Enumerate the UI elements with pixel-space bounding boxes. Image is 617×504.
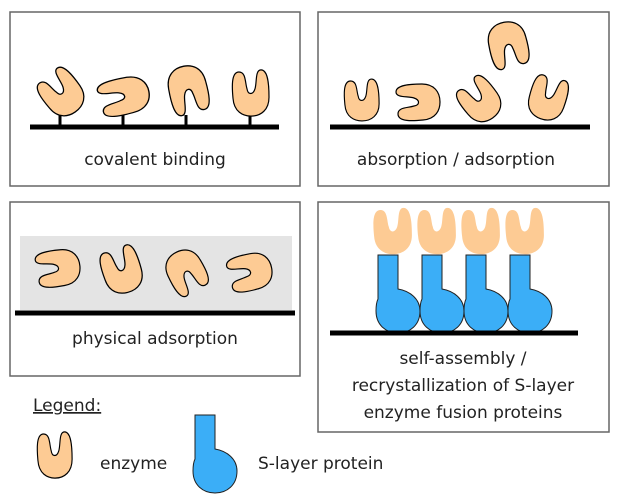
legend-enzyme-label: enzyme: [100, 454, 167, 474]
legend-slayer-label: S-layer protein: [258, 454, 383, 474]
legend: Legend: enzyme S-layer protein: [33, 396, 383, 494]
panel-caption-line: recrystallization of S-layer: [352, 376, 574, 396]
panel-self-assembly: self-assembly / recrystallization of S-l…: [317, 201, 610, 433]
panel-absorption-adsorption: absorption / adsorption: [317, 11, 610, 187]
panel-caption: physical adsorption: [72, 329, 238, 349]
panel-caption-line: self-assembly /: [399, 349, 526, 369]
panel-caption: covalent binding: [84, 150, 226, 170]
legend-enzyme-icon: [36, 431, 73, 479]
panel-caption: absorption / adsorption: [357, 150, 555, 170]
panel-caption-line: enzyme fusion proteins: [364, 403, 563, 423]
legend-slayer-icon: [192, 414, 238, 494]
legend-title: Legend:: [33, 396, 101, 416]
panel-physical-adsorption: physical adsorption: [9, 201, 301, 377]
panel-covalent-binding: covalent binding: [9, 11, 301, 187]
